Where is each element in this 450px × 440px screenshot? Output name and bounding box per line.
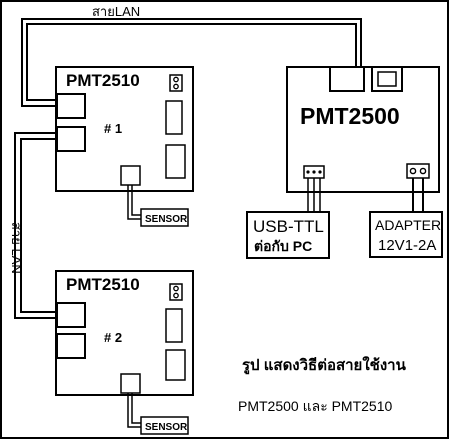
- board-2-lan-jack-top: [56, 302, 86, 328]
- board-2-component-upper: [165, 308, 183, 343]
- board-2-terminal-pin-bottom: [173, 292, 179, 299]
- lan-cable-side-label: สาย LAN: [9, 222, 24, 274]
- controller-power-terminal: [406, 163, 430, 179]
- adapter-cable: [412, 178, 424, 212]
- board-2-lan-jack-bottom: [56, 333, 86, 359]
- adapter-box: [369, 211, 443, 258]
- power-terminal-pin-right: [419, 167, 427, 175]
- board-1-number: # 1: [104, 121, 122, 136]
- sensor-1-cable: [127, 185, 142, 220]
- board-1-terminal-pin-top: [173, 76, 179, 83]
- usb-header-pin-3: [318, 170, 322, 174]
- sensor-2-cable: [127, 393, 142, 428]
- sensor-2-box: [140, 416, 189, 435]
- board-2-sensor-connector: [120, 373, 141, 394]
- usb-ttl-pc-label: ต่อกับ PC: [254, 238, 312, 254]
- board-1-lan-jack-top: [56, 93, 86, 119]
- board-2-terminal-pin-top: [173, 285, 179, 292]
- caption-line-1: รูป แสดงวิธีต่อสายใช้งาน: [242, 356, 407, 375]
- usb-header-pin-2: [312, 170, 316, 174]
- board-2-number: # 2: [104, 330, 122, 345]
- controller-lan-jack: [329, 66, 365, 92]
- board-2-title: PMT2510: [66, 275, 140, 294]
- board-1-component-lower: [165, 144, 186, 179]
- board-1-terminal-pin-bottom: [173, 83, 179, 90]
- board-2-component-lower: [165, 349, 186, 381]
- pmt2510-board-2: PMT2510 # 2: [55, 270, 194, 396]
- power-terminal-pin-left: [409, 167, 417, 175]
- usb-ttl-cable: [307, 178, 321, 213]
- adapter-rating-label: 12V1-2A: [378, 237, 436, 254]
- lan-cable-side: [14, 132, 56, 319]
- caption-line-2: PMT2500 และ PMT2510: [238, 398, 393, 414]
- lan-cable-top: [21, 18, 362, 107]
- pmt2500-controller: PMT2500: [286, 66, 440, 193]
- usb-ttl-label: USB-TTL: [253, 217, 324, 236]
- adapter-label: ADAPTER: [375, 217, 441, 233]
- board-2-terminal: [169, 283, 183, 301]
- sensor-1-label: SENSOR: [145, 214, 188, 225]
- board-1-sensor-connector: [120, 165, 141, 186]
- sensor-2-label: SENSOR: [145, 422, 188, 433]
- lan-cable-top-label: สายLAN: [92, 4, 140, 19]
- controller-title: PMT2500: [300, 103, 400, 129]
- usb-ttl-box: [246, 211, 330, 259]
- pmt2510-board-1: PMT2510 # 1: [55, 66, 194, 192]
- sensor-1-box: [140, 208, 189, 227]
- board-1-title: PMT2510: [66, 71, 140, 90]
- board-1-component-upper: [165, 100, 183, 135]
- usb-header-pin-1: [306, 170, 310, 174]
- controller-jack-right-inner: [377, 71, 397, 87]
- board-1-terminal: [169, 74, 183, 92]
- board-1-lan-jack-bottom: [56, 126, 86, 152]
